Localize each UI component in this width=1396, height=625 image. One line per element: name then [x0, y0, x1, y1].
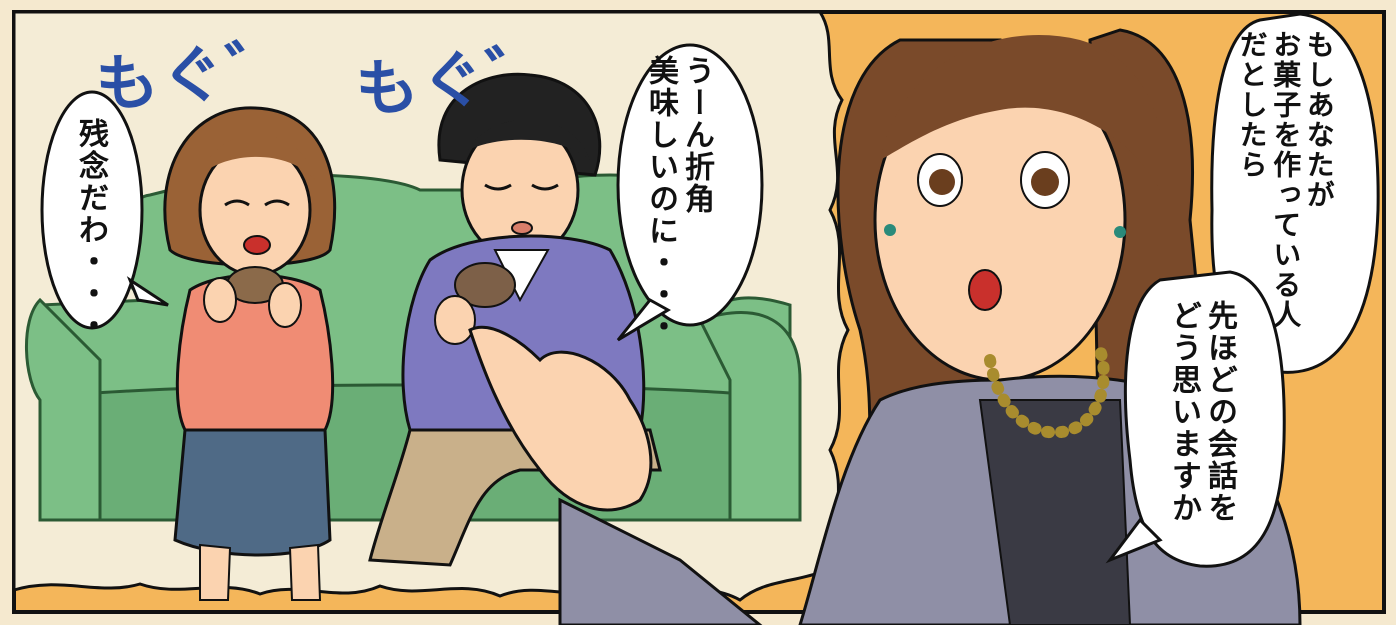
bubble-presenter-bottom-shape: [1123, 270, 1286, 568]
bubble-presenter-top-text: もしあなたが お菓子を作っている人 だとしたら: [1235, 30, 1336, 330]
bubble-man-text: うーん折角 美味しいのに・・・: [642, 55, 714, 343]
bubble-woman-shape: [40, 90, 144, 330]
bubble-man-line: うーん折角: [679, 55, 714, 215]
bubble-presenter-line: お菓子を作っている人: [1269, 30, 1303, 330]
woman-figure: [163, 106, 337, 601]
bubble-presenter-bottom-text: 先ほどの会話を どう思いますか: [1165, 300, 1237, 524]
bubble-presenter-line: だとしたら: [1235, 30, 1269, 180]
bubble-man-shape: [616, 43, 764, 327]
bubble-woman-line: 残念だわ・・・: [73, 118, 108, 342]
bubble-man-line: 美味しいのに・・・: [643, 55, 678, 343]
bubble-woman-text: 残念だわ・・・: [72, 118, 108, 342]
presenter-hand: [468, 325, 653, 512]
bubble-presenter-line: どう思いますか: [1166, 300, 1201, 524]
bubble-presenter-line: もしあなたが: [1302, 30, 1336, 210]
bubble-presenter-line: 先ほどの会話を: [1202, 300, 1237, 524]
